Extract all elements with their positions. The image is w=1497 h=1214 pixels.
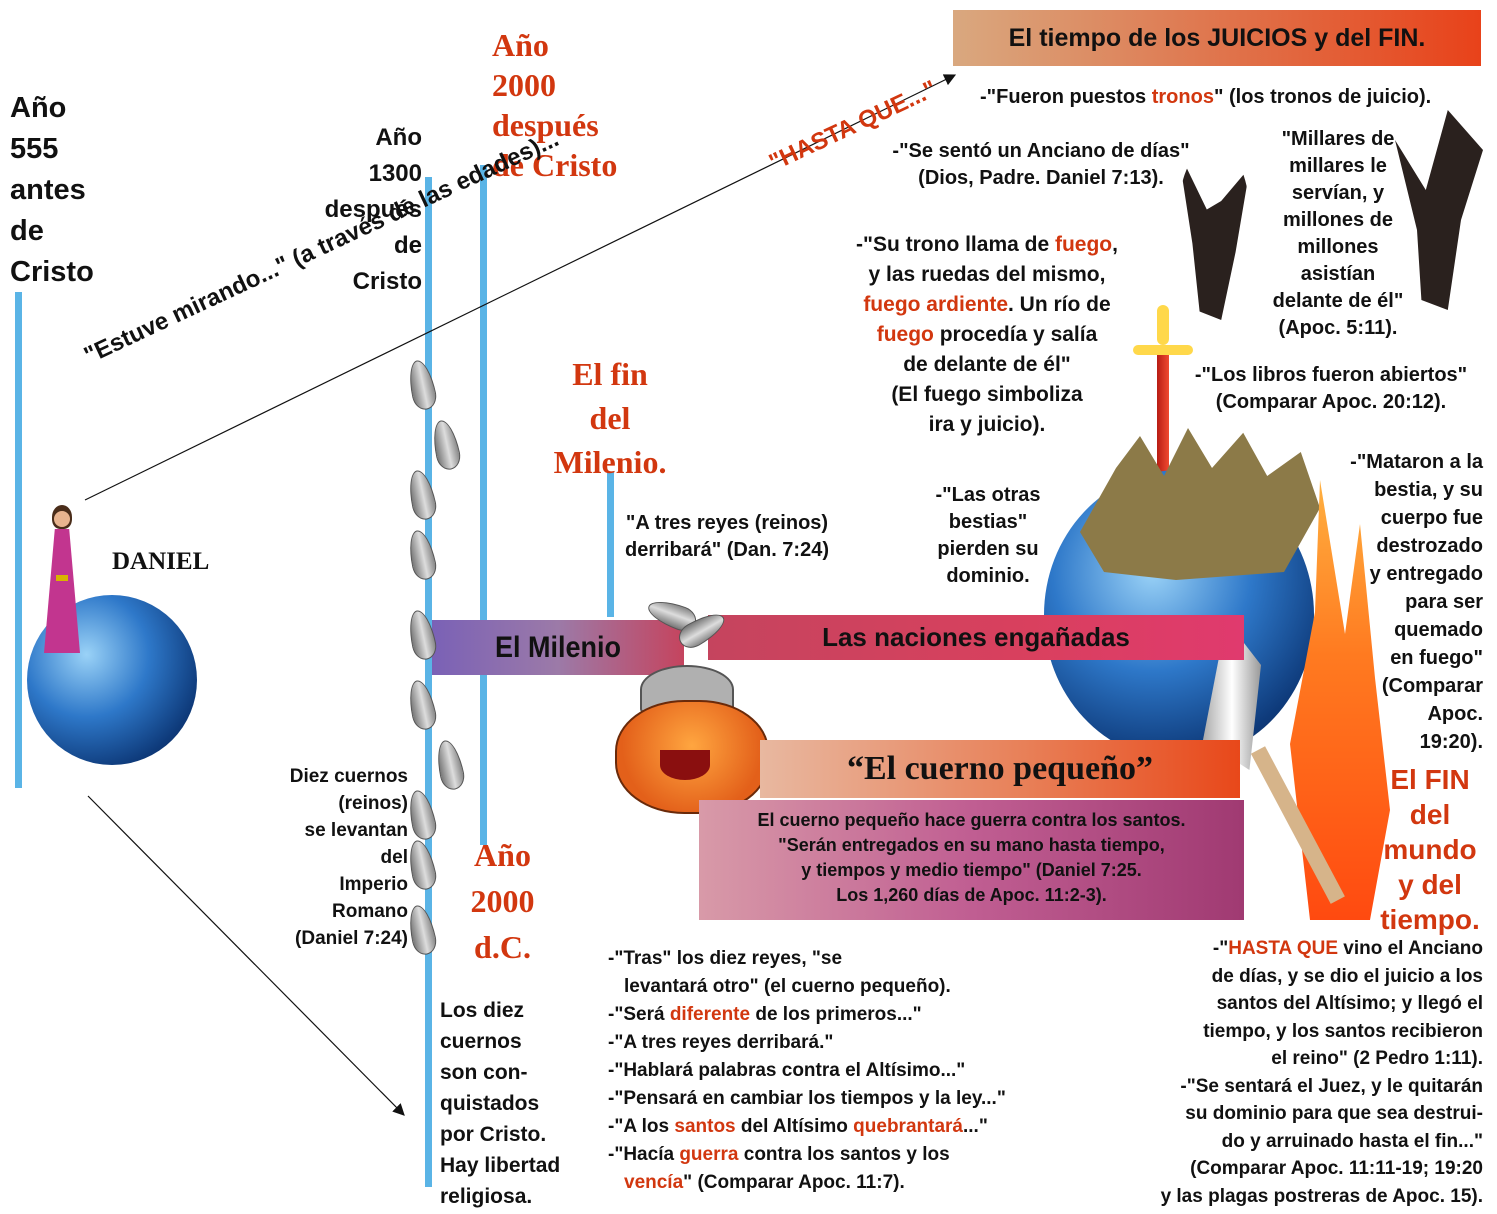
cuerno-pequeno-bar: “El cuerno pequeño” — [760, 740, 1240, 798]
timeline-line-milenio — [607, 472, 614, 617]
daniel-label: DANIEL — [112, 548, 210, 575]
naciones-bar: Las naciones engañadas — [708, 615, 1244, 660]
milenio-bar: El Milenio — [432, 620, 684, 675]
arrow-to-judgment — [84, 74, 957, 501]
timeline-line-2000 — [480, 165, 487, 845]
hasta-que-block: -"HASTA QUE vino el Anciano de días, y s… — [1160, 938, 1483, 1207]
daniel-figure — [38, 505, 86, 653]
arrow-down — [87, 795, 405, 1116]
trono-fuego-text: -"Su trono llama de fuego, y las ruedas … — [856, 233, 1118, 436]
viking-character — [610, 650, 780, 820]
judgment-banner: El tiempo de los JUICIOS y del FIN. — [953, 10, 1481, 66]
thrones-text: -"Fueron puestos tronos" (los tronos de … — [980, 86, 1432, 108]
tres-reyes-text: "A tres reyes (reinos)derribará" (Dan. 7… — [625, 512, 829, 561]
guerra-box: El cuerno pequeño hace guerra contra los… — [699, 800, 1244, 920]
timeline-line-1300 — [425, 177, 432, 1187]
cuerno-characteristics-list: -"Tras" los diez reyes, "se levantará ot… — [608, 948, 1006, 1193]
libros-text: -"Los libros fueron abiertos"(Comparar A… — [1194, 364, 1468, 413]
anciano-text: -"Se sentó un Anciano de días"(Dios, Pad… — [892, 140, 1190, 189]
timeline-line-555 — [15, 292, 22, 788]
